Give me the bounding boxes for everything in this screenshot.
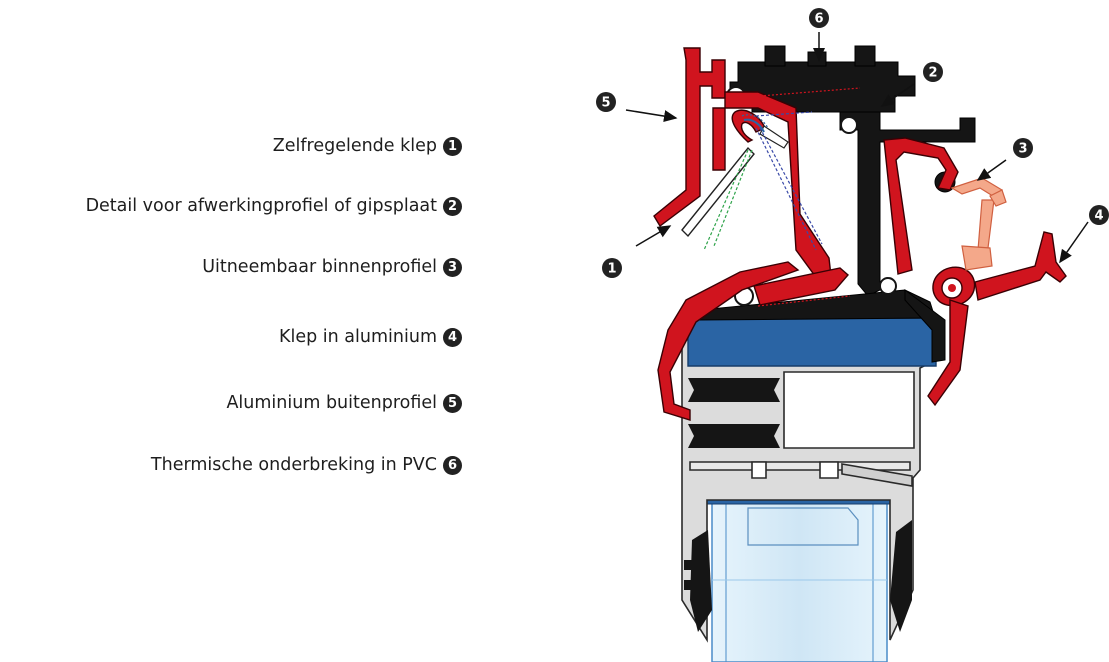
legend: Zelfregelende klep 1 Detail voor afwerki…	[0, 0, 462, 662]
legend-item-5: Aluminium buitenprofiel 5	[226, 393, 462, 413]
svg-text:1: 1	[607, 262, 616, 277]
svg-text:6: 6	[814, 12, 823, 27]
legend-number-badge: 5	[443, 393, 462, 413]
legend-item-3: Uitneembaar binnenprofiel 3	[202, 257, 462, 277]
legend-number-badge: 6	[443, 455, 462, 475]
legend-item-2: Detail voor afwerkingprofiel of gipsplaa…	[86, 196, 462, 216]
svg-text:4: 4	[1094, 209, 1103, 224]
callout-badge-6: 6	[809, 8, 829, 28]
frame-thermal-struts	[688, 378, 780, 448]
svg-text:3: 3	[1018, 142, 1027, 157]
legend-label: Thermische onderbreking in PVC	[150, 455, 437, 475]
callout-badge-2: 2	[923, 62, 943, 82]
callout-badge-4: 4	[1089, 205, 1109, 225]
legend-number-badge: 4	[443, 327, 462, 347]
legend-item-4: Klep in aluminium 4	[279, 327, 462, 347]
callout-arrows	[625, 32, 1089, 264]
legend-label: Zelfregelende klep	[272, 136, 437, 156]
legend-item-1: Zelfregelende klep 1	[273, 136, 462, 156]
removable-inner-profile	[950, 177, 1007, 271]
aluminium-outer-profile	[653, 47, 849, 421]
legend-label: Klep in aluminium	[279, 327, 437, 347]
legend-number-badge: 2	[443, 196, 462, 216]
callout-badge-3: 3	[1013, 138, 1033, 158]
svg-text:5: 5	[601, 96, 610, 111]
legend-label: Uitneembaar binnenprofiel	[202, 257, 437, 277]
valve-swing-paths	[703, 111, 823, 251]
frame-seals	[684, 520, 912, 632]
legend-number-badge: 3	[443, 257, 462, 277]
legend-label: Detail voor afwerkingprofiel of gipsplaa…	[85, 196, 437, 216]
legend-number-badge: 1	[443, 136, 462, 156]
legend-item-6: Thermische onderbreking in PVC 6	[151, 455, 462, 475]
callout-badge-1: 1	[602, 258, 622, 278]
legend-label: Aluminium buitenprofiel	[226, 393, 437, 413]
profile-hatching	[757, 87, 861, 307]
frame-top-gasket	[687, 317, 937, 367]
svg-text:2: 2	[928, 66, 937, 81]
callout-badge-5: 5	[596, 92, 616, 112]
self-regulating-valve	[681, 114, 789, 238]
glass-pane	[711, 499, 888, 662]
